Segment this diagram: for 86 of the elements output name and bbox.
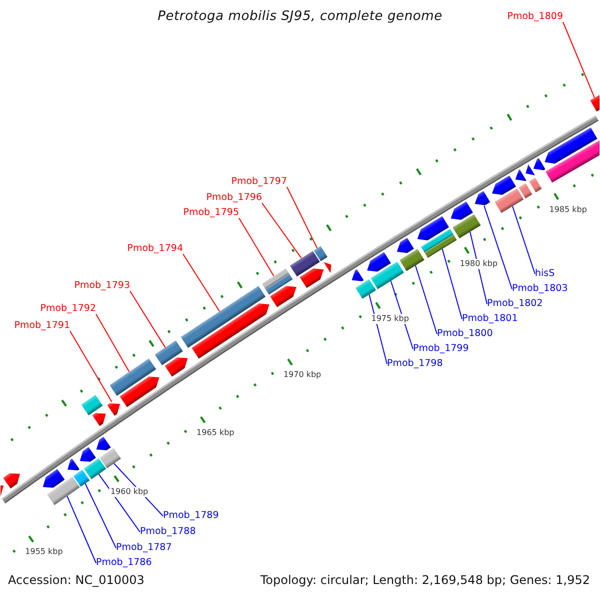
gene-label: Pmob_1798 <box>387 358 443 370</box>
leader-line <box>368 294 388 364</box>
gene-block <box>0 485 4 496</box>
leader-line <box>238 218 274 276</box>
tick-label: 1955 kbp <box>24 546 64 557</box>
leader-line <box>66 496 96 564</box>
gene-block <box>352 269 364 282</box>
gene-bar <box>262 268 293 295</box>
leader-line <box>562 22 595 98</box>
gene-label: Pmob_1792 <box>40 303 96 315</box>
gene-block <box>590 94 600 112</box>
gene-bar <box>355 279 376 299</box>
leader-line <box>182 254 220 312</box>
accession-text: Accession: NC_010003 <box>8 573 144 588</box>
gene-block <box>515 169 526 182</box>
gene-block <box>80 447 96 462</box>
gene-block <box>92 413 106 426</box>
gene-block <box>68 458 80 470</box>
leader-line <box>442 248 462 320</box>
gene-block <box>544 128 598 164</box>
leader-line <box>84 483 116 548</box>
gene-bar <box>529 178 542 192</box>
gene-label: Pmob_1786 <box>96 557 152 569</box>
gene-bar <box>180 286 266 348</box>
gene-label: hisS <box>535 268 555 280</box>
gene-bar <box>546 140 600 183</box>
gene-label: Pmob_1796 <box>206 192 262 204</box>
gene-block <box>300 268 324 288</box>
gene-label: Pmob_1794 <box>127 243 183 255</box>
map-title: Petrotoga mobilis SJ95, complete genome <box>158 9 442 24</box>
gene-block <box>270 286 296 308</box>
leader-line <box>262 202 302 259</box>
gene-label: Pmob_1800 <box>437 328 493 340</box>
gene-label: Pmob_1801 <box>462 313 518 325</box>
gene-block <box>192 303 270 359</box>
tick-label: 1985 kbp <box>548 205 588 216</box>
gene-bar <box>110 358 156 396</box>
gene-bar <box>518 183 532 199</box>
gene-label: Pmob_1789 <box>163 510 219 522</box>
gene-block <box>474 191 490 206</box>
gene-bar <box>420 228 457 258</box>
gene-label: Pmob_1802 <box>487 298 543 310</box>
gene-block <box>42 468 65 488</box>
gene-bar <box>73 470 90 487</box>
gene-block <box>367 252 391 272</box>
leader-line <box>98 474 140 532</box>
gene-block <box>107 403 120 416</box>
gene-bar <box>370 262 404 290</box>
gene-block <box>120 376 160 408</box>
tick-label: 1975 kbp <box>370 314 410 324</box>
gene-label: Pmob_1788 <box>140 526 196 538</box>
leader-line <box>484 205 512 290</box>
gene-block <box>526 164 535 176</box>
gene-bar <box>494 188 524 213</box>
gene-block <box>492 176 516 195</box>
gene-block <box>3 473 20 488</box>
gene-label: Pmob_1791 <box>14 320 70 332</box>
gene-bar <box>452 214 481 238</box>
tick-label: 1980 kbp <box>458 259 499 270</box>
leader-line <box>70 330 112 402</box>
leader-line <box>130 290 166 348</box>
tick-label: 1960 kbp <box>109 486 150 497</box>
gene-label: Pmob_1797 <box>231 176 287 188</box>
gene-block <box>324 262 332 273</box>
gene-label: Pmob_1793 <box>74 280 130 292</box>
tick-label: 1970 kbp <box>282 370 322 380</box>
gene-label: Pmob_1787 <box>116 542 172 554</box>
gene-bar <box>154 340 183 366</box>
tick-label: 1965 kbp <box>196 428 236 438</box>
gene-label: Pmob_1799 <box>413 343 469 355</box>
leader-line <box>96 314 130 372</box>
gene-label: Pmob_1803 <box>512 283 568 295</box>
genome-summary-text: Topology: circular; Length: 2,169,548 bp; Genes: 1,952 <box>260 573 590 588</box>
gene-label: Pmob_1809 <box>507 11 563 23</box>
gene-label: Pmob_1795 <box>183 207 239 219</box>
gene-bar <box>290 250 320 277</box>
gene-bar <box>84 458 106 480</box>
gene-block <box>533 158 546 170</box>
leader-line <box>470 231 488 304</box>
gene-block <box>450 201 473 220</box>
gene-block <box>164 357 188 377</box>
gene-block <box>417 216 449 240</box>
gene-bar <box>314 246 328 262</box>
leader-line <box>286 186 318 249</box>
gene-block <box>396 238 414 254</box>
gene-block <box>96 436 111 450</box>
